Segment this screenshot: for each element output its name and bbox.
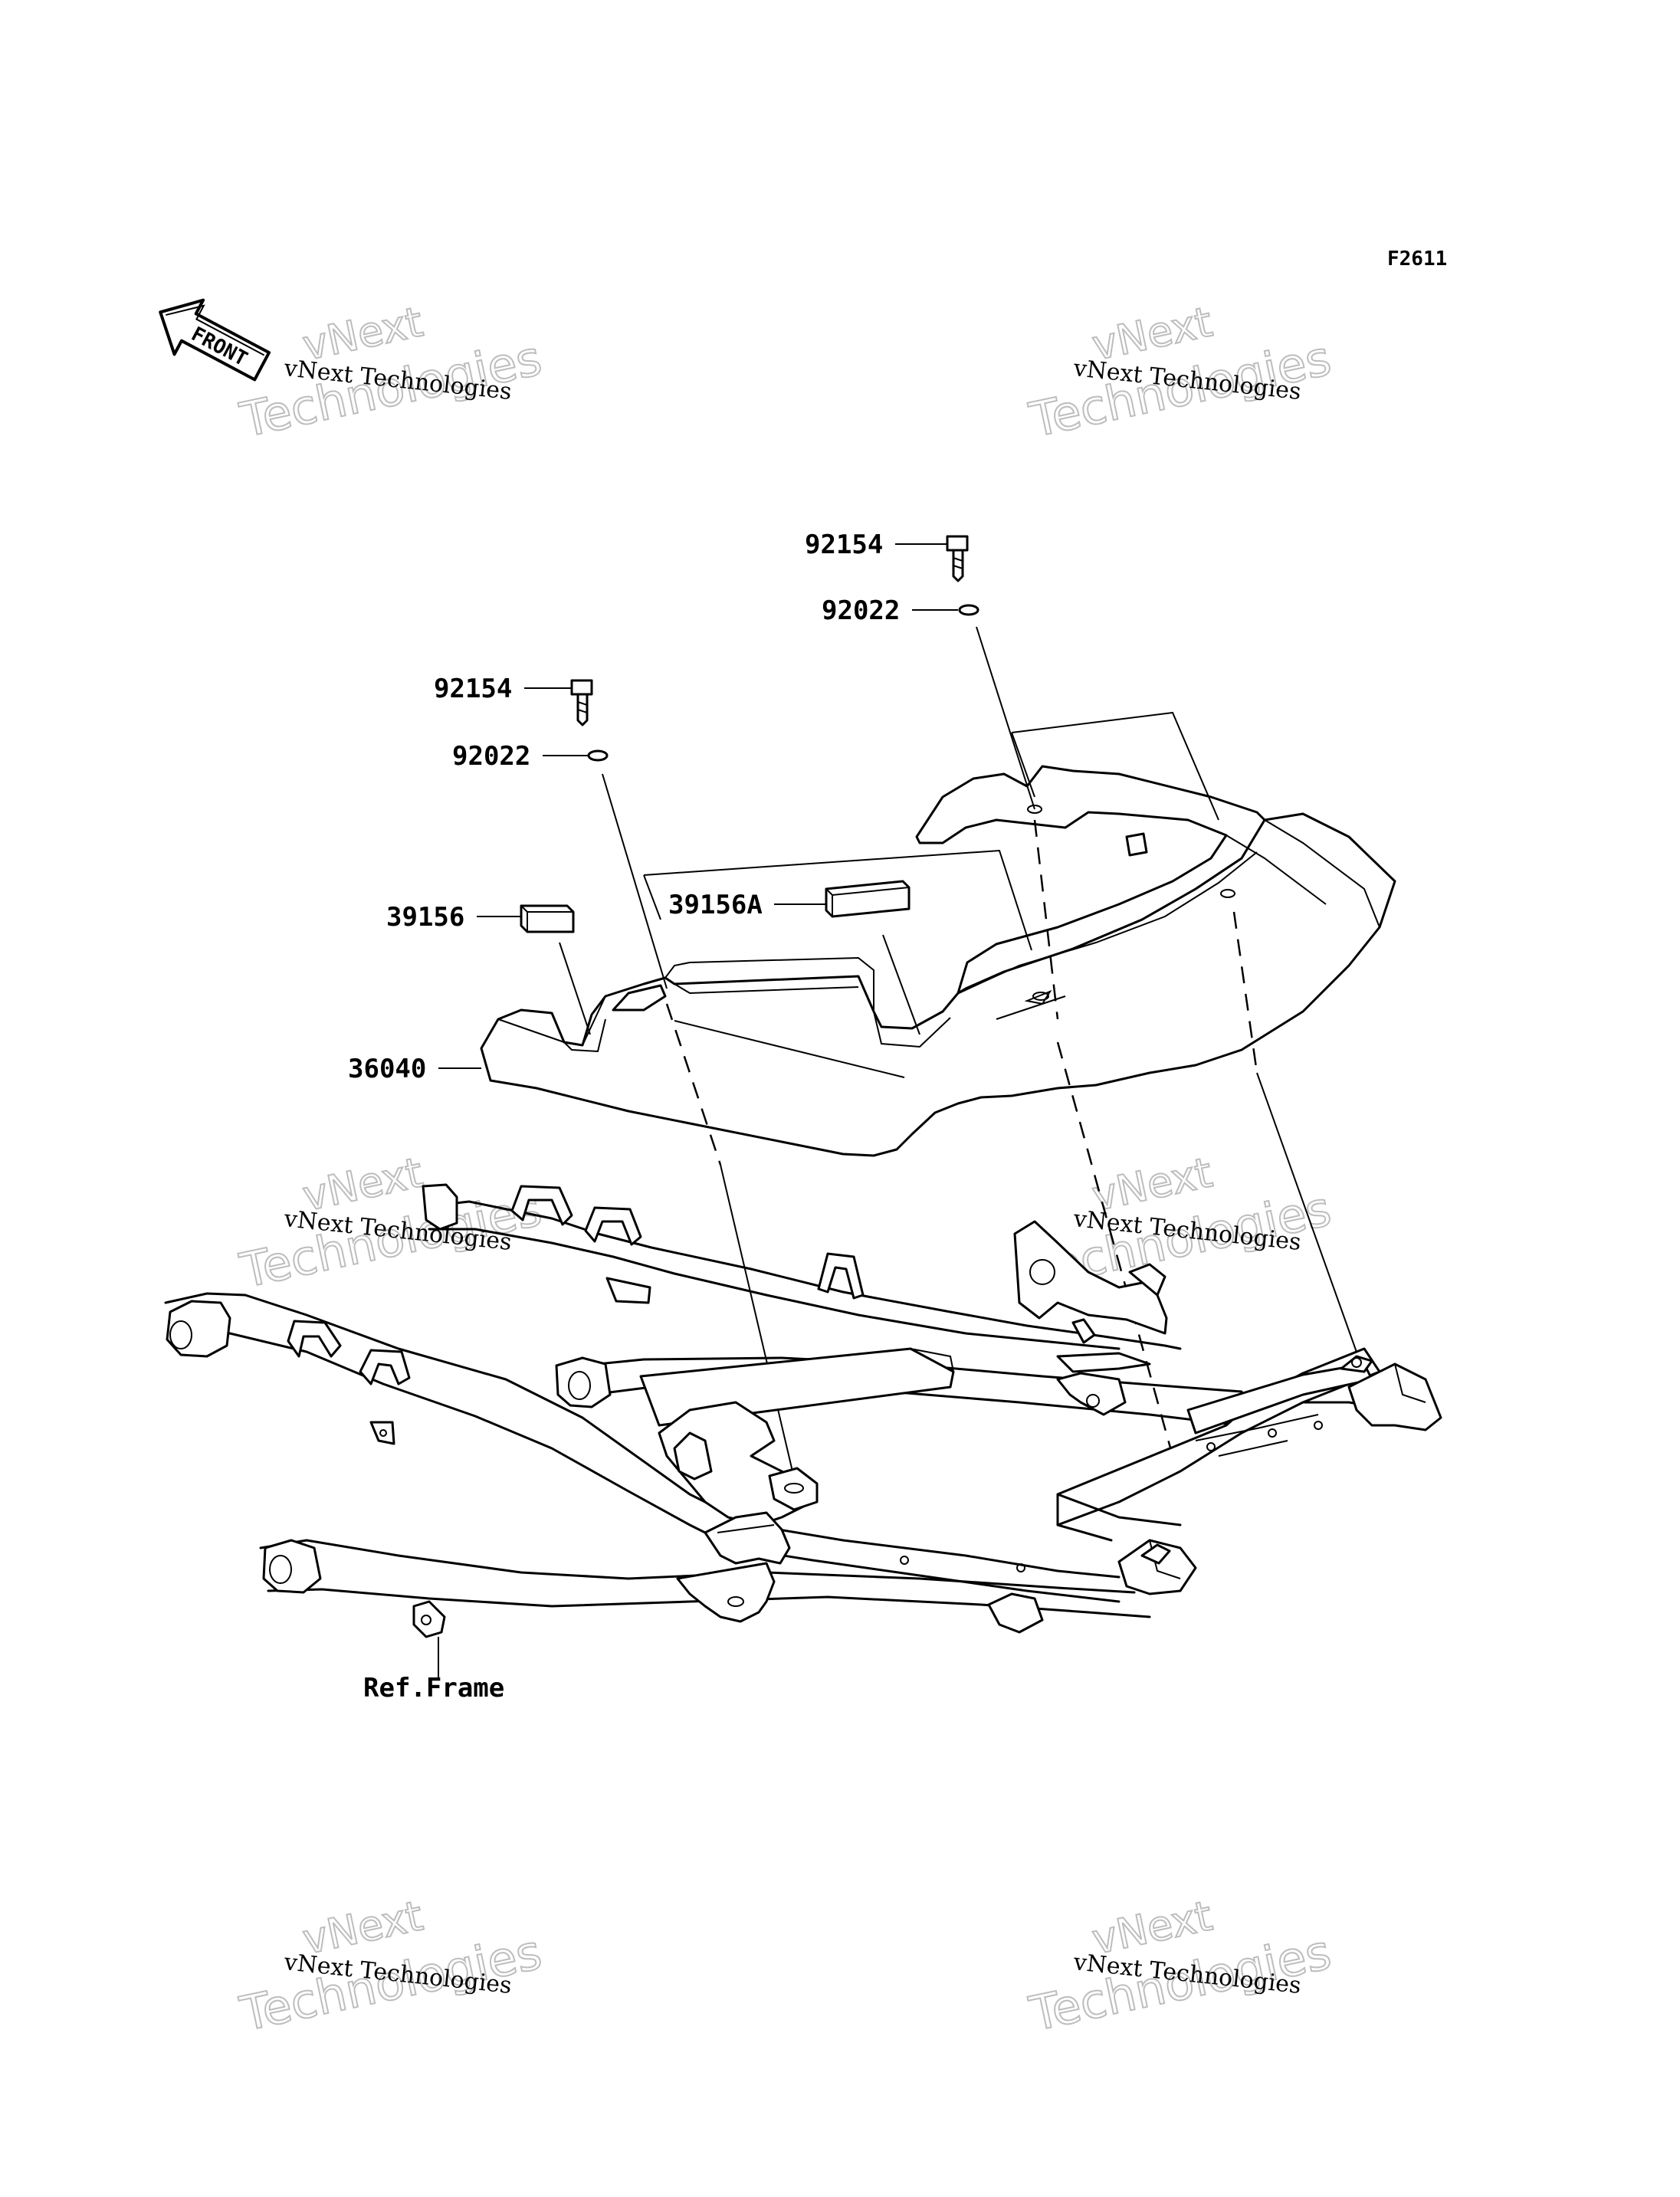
watermark-bottom-right: vNext Technologies vNext Technologies xyxy=(1024,1890,1337,2043)
sub-frame-part xyxy=(164,1183,1442,1678)
callout-washer-left: 92022 xyxy=(452,741,589,772)
washer-icon xyxy=(587,749,609,762)
pad-left-icon xyxy=(520,904,575,933)
callout-pad-left: 39156 xyxy=(386,902,521,933)
seat-cover-part xyxy=(480,765,1396,1157)
svg-text:39156A: 39156A xyxy=(668,890,763,920)
svg-text:92022: 92022 xyxy=(822,595,900,626)
svg-text:92154: 92154 xyxy=(805,530,883,560)
watermark-bottom-left: vNext Technologies vNext Technologies xyxy=(235,1890,547,2043)
watermark-top-right: vNext Technologies vNext Technologies xyxy=(1024,297,1337,449)
front-direction-arrow-icon: FRONT xyxy=(159,298,271,382)
bolt-icon xyxy=(570,679,593,726)
svg-text:36040: 36040 xyxy=(348,1054,426,1084)
watermark-top-left: vNext Technologies vNext Technologies xyxy=(235,297,547,449)
bolt-icon xyxy=(946,535,969,582)
alignment-lines xyxy=(559,626,1359,1472)
watermark-mid-left: vNext Technologies vNext Technologies xyxy=(235,1147,547,1300)
svg-text:Ref.Frame: Ref.Frame xyxy=(363,1673,504,1703)
callout-washer-right: 92022 xyxy=(822,595,958,626)
pad-right-icon xyxy=(825,880,911,918)
callout-pad-right: 39156A xyxy=(668,890,826,920)
figure-code: F2611 xyxy=(1387,248,1447,271)
callout-bolt-right: 92154 xyxy=(805,530,949,560)
washer-icon xyxy=(958,604,979,616)
callout-bolt-left: 92154 xyxy=(434,674,573,704)
svg-text:92154: 92154 xyxy=(434,674,512,704)
callout-frame: Ref.Frame xyxy=(363,1637,504,1703)
svg-text:39156: 39156 xyxy=(386,902,464,933)
svg-text:92022: 92022 xyxy=(452,741,530,772)
callout-cover: 36040 xyxy=(348,1054,481,1084)
